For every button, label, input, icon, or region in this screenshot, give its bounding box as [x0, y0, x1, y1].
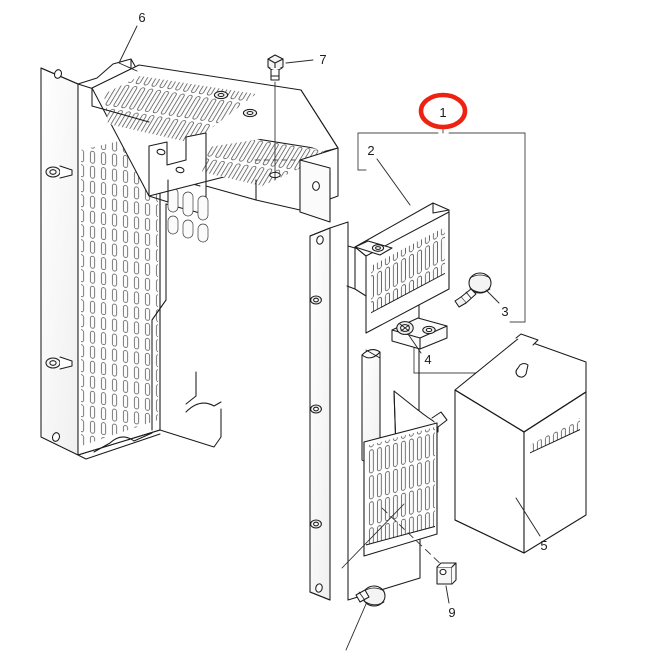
leader-6 [118, 25, 138, 72]
top-cover-panel [91, 64, 339, 223]
bolt-lower-unlabeled [345, 585, 386, 651]
washer-nut [396, 321, 414, 335]
callout-label-1: 1 [439, 105, 446, 120]
callout-leaders [118, 25, 541, 604]
assembly-group-bracket [357, 132, 526, 374]
leader-5 [515, 497, 541, 537]
callout-label-7: 7 [319, 52, 326, 67]
leader-9 [445, 585, 450, 604]
leader-3 [485, 289, 500, 304]
callout-label-4: 4 [424, 352, 431, 367]
callout-label-9: 9 [448, 605, 455, 620]
callout-label-6: 6 [138, 10, 145, 25]
callout-label-2: 2 [367, 143, 374, 158]
hex-flange-bolt [454, 272, 492, 308]
retaining-clip [436, 562, 457, 585]
leader-2 [376, 158, 411, 206]
leader-7 [285, 59, 314, 64]
highlight-ring-1 [418, 92, 468, 130]
side-cover-louvered [454, 333, 587, 554]
leader-4 [407, 333, 422, 354]
callout-labels: 1 2 3 4 5 6 7 9 [138, 10, 547, 620]
lower-grille-panel [363, 422, 438, 557]
upper-grille-panel [346, 202, 450, 334]
callout-label-3: 3 [501, 304, 508, 319]
hex-head-bolt-top [254, 54, 296, 181]
callout-label-5: 5 [540, 538, 547, 553]
